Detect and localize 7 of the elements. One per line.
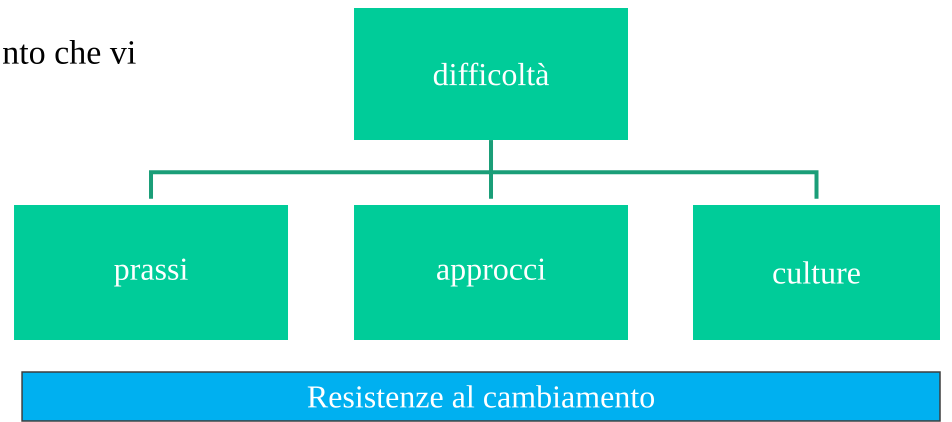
process-box: approcci bbox=[354, 205, 628, 340]
cut-text: nto che vi bbox=[3, 40, 136, 64]
process-box: difficoltà bbox=[354, 8, 628, 140]
process-box: culture bbox=[693, 205, 940, 340]
process-box: prassi bbox=[14, 205, 288, 340]
connector bbox=[489, 140, 818, 199]
title-bar: Resistenze al cambiamento bbox=[21, 371, 941, 422]
